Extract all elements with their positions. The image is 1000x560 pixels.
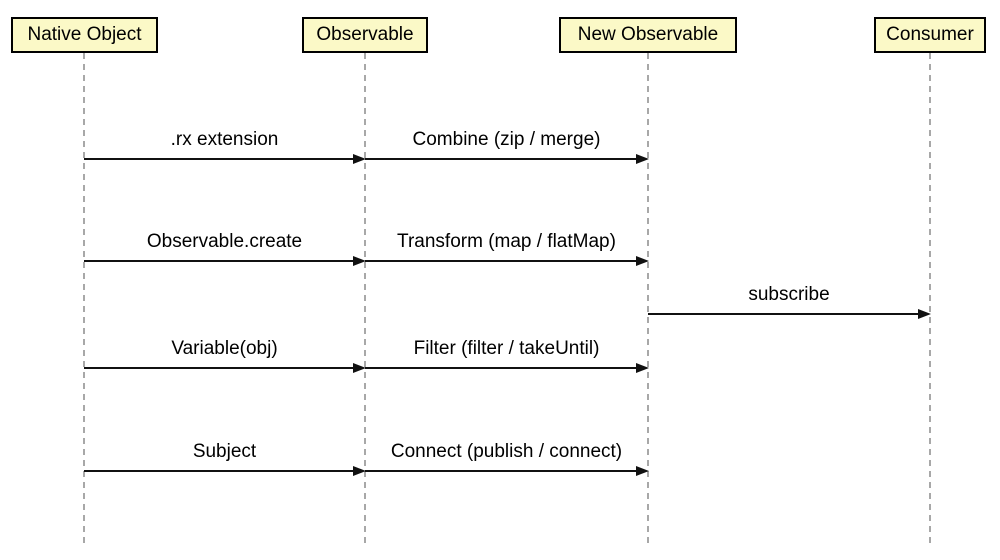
arrowhead-icon	[636, 256, 649, 266]
message-arrow-line	[365, 470, 646, 472]
arrowhead-icon	[636, 154, 649, 164]
actor-box-consumer: Consumer	[874, 17, 986, 53]
message-arrow-line	[84, 470, 363, 472]
message-filter-filter-takeuntil: Filter (filter / takeUntil)	[365, 337, 649, 373]
message-label: Combine (zip / merge)	[412, 129, 601, 150]
arrowhead-icon	[636, 363, 649, 373]
arrowhead-icon	[353, 466, 366, 476]
message-subject: Subject	[84, 440, 366, 476]
actor-label: Consumer	[886, 24, 974, 45]
message-rx-extension: .rx extension	[84, 128, 366, 164]
actor-box-new-observable: New Observable	[559, 17, 737, 53]
message-combine-zip-merge: Combine (zip / merge)	[365, 128, 649, 164]
arrowhead-icon	[918, 309, 931, 319]
arrowhead-icon	[353, 256, 366, 266]
message-transform-map-flatmap: Transform (map / flatMap)	[365, 230, 649, 266]
message-arrow-line	[365, 367, 646, 369]
actor-box-observable: Observable	[302, 17, 428, 53]
message-arrow-line	[84, 158, 363, 160]
message-label: Connect (publish / connect)	[390, 441, 623, 462]
message-label: Filter (filter / takeUntil)	[413, 338, 600, 359]
message-label: Variable(obj)	[171, 338, 278, 359]
message-arrow-line	[648, 313, 928, 315]
lifeline-new-observable	[647, 53, 649, 548]
arrowhead-icon	[353, 154, 366, 164]
message-label: .rx extension	[170, 129, 279, 150]
actor-label: New Observable	[577, 24, 719, 45]
message-arrow-line	[365, 260, 646, 262]
message-label: Subject	[192, 441, 257, 462]
message-subscribe: subscribe	[648, 283, 931, 319]
lifeline-native-object	[83, 53, 85, 548]
actor-label: Observable	[316, 24, 414, 45]
arrowhead-icon	[636, 466, 649, 476]
message-arrow-line	[84, 367, 363, 369]
lifeline-observable	[364, 53, 366, 548]
message-variable-obj: Variable(obj)	[84, 337, 366, 373]
actor-label: Native Object	[27, 24, 142, 45]
message-label: Transform (map / flatMap)	[397, 231, 616, 252]
message-arrow-line	[365, 158, 646, 160]
message-label: Observable.create	[146, 231, 303, 252]
arrowhead-icon	[353, 363, 366, 373]
message-arrow-line	[84, 260, 363, 262]
actor-box-native-object: Native Object	[11, 17, 158, 53]
lifeline-consumer	[929, 53, 931, 548]
message-observable-create: Observable.create	[84, 230, 366, 266]
message-connect-publish-connect: Connect (publish / connect)	[365, 440, 649, 476]
message-label: subscribe	[748, 284, 830, 305]
